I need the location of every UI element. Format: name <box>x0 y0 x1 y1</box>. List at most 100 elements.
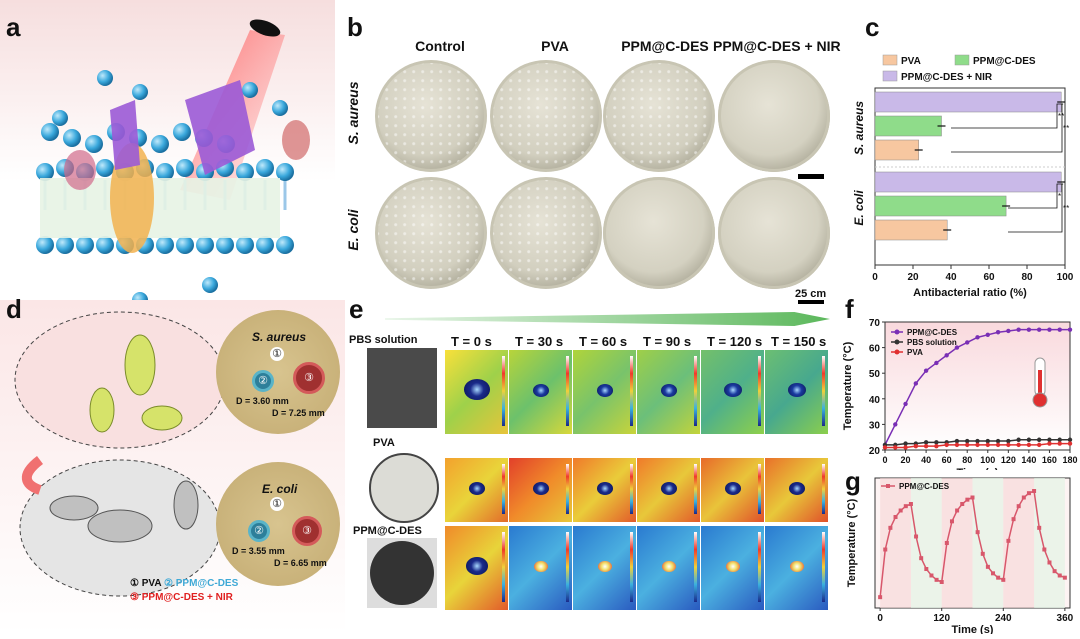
data-point <box>1006 438 1011 444</box>
data-point <box>903 441 908 446</box>
sample-marker: ② <box>252 370 274 392</box>
data-point <box>1067 441 1073 446</box>
panel-label: f <box>845 294 854 324</box>
data-point <box>944 353 949 358</box>
cooling-region <box>910 478 942 608</box>
legend-marker <box>886 484 890 488</box>
color-scale-bar <box>758 464 761 514</box>
thermal-image <box>701 350 764 434</box>
bar <box>874 195 1007 217</box>
data-point <box>1052 569 1057 574</box>
row-header: S. aureus <box>345 81 361 145</box>
data-point <box>985 564 990 569</box>
data-point <box>888 525 893 530</box>
legend-label: PPM@C-DES <box>907 328 958 337</box>
significance-bracket <box>951 103 1064 129</box>
thermal-image <box>765 458 828 522</box>
data-point <box>1062 575 1067 580</box>
color-scale-bar <box>566 532 569 602</box>
bacterium <box>141 405 183 431</box>
data-point <box>898 508 903 513</box>
zone-diameter: D = 7.25 mm <box>272 408 325 418</box>
nanosheet <box>185 80 255 175</box>
lipid-head <box>151 135 169 153</box>
data-point <box>1016 504 1021 509</box>
bar <box>874 171 1062 193</box>
data-point <box>1011 517 1016 522</box>
data-point <box>1037 525 1042 530</box>
lipid-head <box>36 163 54 181</box>
color-scale-bar <box>502 464 505 514</box>
data-point <box>960 502 965 506</box>
data-point <box>980 551 985 556</box>
data-point <box>934 360 939 366</box>
legend-label: PPM@C-DES <box>973 56 1036 67</box>
hot-spot <box>597 384 613 397</box>
bar <box>874 139 919 161</box>
free-molecule <box>272 100 288 116</box>
color-scale-bar <box>502 532 505 602</box>
significance-bracket <box>1008 183 1064 233</box>
lipid-head <box>236 236 254 254</box>
legend-marker <box>894 349 900 355</box>
hot-spot <box>662 561 676 573</box>
data-point <box>985 332 990 337</box>
data-point <box>1026 327 1032 332</box>
x-tick-label: 360 <box>1057 613 1074 624</box>
data-point <box>965 340 970 345</box>
column-header: PPM@C-DES <box>621 38 709 54</box>
column-header: PVA <box>541 38 569 54</box>
lipid-head <box>63 129 81 147</box>
thermal-image <box>445 350 508 434</box>
lipid-head <box>36 236 54 254</box>
nanosheet <box>110 100 140 170</box>
row-header: E. coli <box>345 209 361 251</box>
data-point <box>955 508 960 513</box>
time-header: T = 150 s <box>771 334 827 349</box>
thermal-image <box>509 350 572 434</box>
panel-label: d <box>6 294 22 324</box>
time-header: T = 60 s <box>579 334 628 349</box>
scale-bar-label: 25 cm <box>795 288 827 300</box>
data-point <box>939 580 944 584</box>
petri-dish <box>490 60 602 172</box>
x-tick-label: 100 <box>980 455 995 465</box>
x-tick-label: 80 <box>1021 272 1033 283</box>
heating-region <box>880 478 911 608</box>
bacterium <box>87 509 153 543</box>
data-point <box>991 571 996 576</box>
data-point <box>1016 437 1021 442</box>
data-point <box>995 438 1001 444</box>
hot-spot <box>661 384 677 397</box>
x-tick-label: 20 <box>901 455 911 465</box>
data-point <box>914 534 919 539</box>
free-molecule <box>97 70 113 86</box>
lipid-head <box>156 236 174 254</box>
legend-swatch <box>882 70 898 82</box>
y-tick-label: 70 <box>869 318 881 329</box>
line-chart-f: 203040506070020406080100120140160180Time… <box>842 318 1078 479</box>
significance-bracket <box>951 103 1064 153</box>
data-point <box>975 438 980 444</box>
data-point <box>954 345 960 350</box>
hot-spot <box>789 482 805 495</box>
lipid-head <box>216 236 234 254</box>
legend-label: PVA <box>901 56 921 67</box>
x-tick-label: 40 <box>921 455 931 465</box>
significance-label: ** <box>1063 204 1069 213</box>
lipid-head <box>156 163 174 181</box>
petri-dish <box>718 177 830 289</box>
petri-dish <box>718 60 830 172</box>
scale-bar <box>798 174 824 179</box>
legend-label: PVA <box>907 348 923 357</box>
free-molecule <box>202 277 218 293</box>
x-tick-label: 40 <box>945 272 957 283</box>
legend-item: ② PPM@C-DES <box>163 578 239 589</box>
legend-label: PPM@C-DES + NIR <box>901 72 993 83</box>
data-point <box>975 530 980 535</box>
thermal-image <box>701 526 764 610</box>
data-point <box>1032 489 1037 493</box>
